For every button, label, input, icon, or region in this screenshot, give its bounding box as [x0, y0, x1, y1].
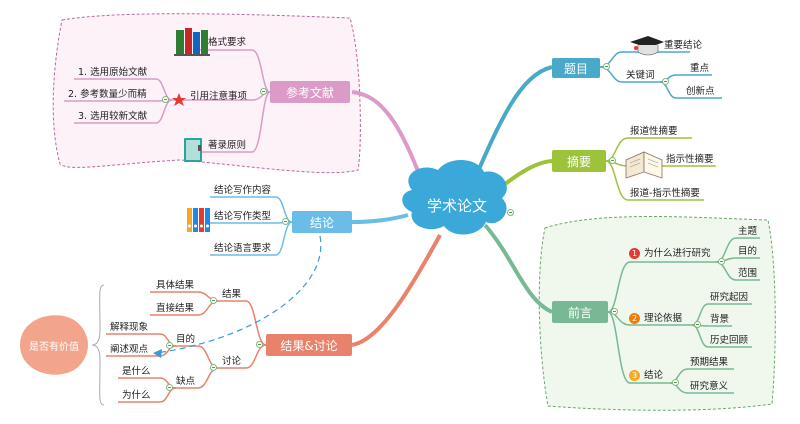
leaf-discussion[interactable]: 讨论	[222, 356, 242, 367]
leaf-what-is[interactable]: 是什么	[122, 366, 151, 377]
star-icon	[172, 93, 186, 106]
callout-leaf-shape	[20, 315, 88, 375]
leaf-conclusion-language[interactable]: 结论语言要求	[214, 243, 272, 254]
relation-arrow	[153, 349, 162, 358]
summary-bracket	[91, 284, 105, 406]
leaf-conclusion-content[interactable]: 结论写作内容	[214, 185, 272, 196]
leaf-why[interactable]: 为什么	[122, 390, 151, 401]
leaf-theory-basis[interactable]: 理论依据	[644, 313, 683, 324]
leaf-indicative-abstract[interactable]: 指示性摘要	[666, 154, 714, 165]
center-topic[interactable]: 学术论文	[426, 196, 487, 215]
leaf-purpose[interactable]: 目的	[176, 334, 196, 345]
collapse-toggle-discussion[interactable]	[210, 364, 217, 371]
graduation-cap-icon	[630, 36, 664, 56]
number-badge-3: 3	[629, 370, 640, 381]
leaf-research-origin[interactable]: 研究起因	[710, 292, 749, 303]
leaf-key-point[interactable]: 重点	[690, 63, 710, 74]
leaf-goal[interactable]: 目的	[738, 246, 758, 257]
branch-conclusion-link	[351, 213, 409, 224]
leaf-specific-results[interactable]: 具体结果	[156, 280, 195, 291]
leaf-why-research[interactable]: 为什么进行研究	[644, 248, 711, 259]
leaf-intro-conclusion[interactable]: 结论	[644, 370, 664, 381]
collapse-toggle-intro-conclusion[interactable]	[672, 379, 679, 386]
relation-dashed-link	[155, 235, 322, 354]
leaf-keywords[interactable]: 关键词	[626, 70, 655, 81]
leaf-expected-result[interactable]: 预期结果	[690, 357, 729, 368]
leaf-citation-principles[interactable]: 著录原则	[208, 140, 247, 151]
leaf-background[interactable]: 背景	[710, 314, 730, 325]
collapse-toggle-results-sub[interactable]	[210, 297, 217, 304]
topic-conclusion[interactable]: 结论	[292, 211, 352, 233]
branch-intro-link	[483, 223, 553, 314]
collapse-toggle-center[interactable]	[507, 209, 514, 216]
collapse-toggle-why[interactable]	[718, 258, 725, 265]
collapse-toggle-theory[interactable]	[694, 321, 701, 328]
collapse-toggle-intro[interactable]	[611, 308, 618, 315]
collapse-toggle-citation[interactable]	[162, 96, 169, 103]
center-cloud	[402, 160, 507, 235]
topic-abstract[interactable]: 摘要	[552, 150, 606, 172]
leaf-state-viewpoint[interactable]: 阐述观点	[110, 344, 149, 355]
leaf-informative-abstract[interactable]: 报道性摘要	[630, 126, 678, 137]
callout-is-valuable[interactable]: 是否有价值	[29, 341, 79, 353]
leaf-few-but-refined[interactable]: 2. 参考数量少而精	[68, 89, 147, 100]
leaf-newer-literature[interactable]: 3. 选用较新文献	[78, 111, 148, 122]
leaf-scope[interactable]: 范围	[738, 268, 758, 279]
leaf-research-significance[interactable]: 研究意义	[690, 381, 729, 392]
number-badge-1: 1	[629, 248, 640, 259]
collapse-toggle-results[interactable]	[256, 341, 263, 348]
leaf-explain-phenomenon[interactable]: 解释现象	[110, 322, 149, 333]
leaf-results[interactable]: 结果	[222, 289, 242, 300]
leaf-format-requirements[interactable]: 格式要求	[208, 37, 247, 48]
binders-icon	[187, 208, 210, 232]
leaf-important-conclusion[interactable]: 重要结论	[664, 40, 703, 51]
leaf-innovation[interactable]: 创新点	[686, 86, 715, 97]
leaf-history-review[interactable]: 历史回顾	[710, 335, 749, 346]
intro-boundary	[538, 216, 776, 411]
collapse-toggle-conclusion[interactable]	[282, 218, 289, 225]
leaf-conclusion-type[interactable]: 结论写作类型	[214, 211, 272, 222]
collapse-toggle-shortcomings[interactable]	[166, 384, 173, 391]
collapse-toggle-references[interactable]	[260, 88, 267, 95]
topic-references[interactable]: 参考文献	[270, 81, 350, 103]
leaf-shortcomings[interactable]: 缺点	[176, 376, 196, 387]
leaf-subject[interactable]: 主题	[738, 226, 758, 237]
collapse-toggle-keywords[interactable]	[662, 78, 669, 85]
collapse-toggle-title[interactable]	[603, 63, 610, 70]
branch-references-link	[351, 90, 427, 191]
leaf-citation-notes[interactable]: 引用注意事项	[190, 91, 248, 102]
collapse-toggle-abstract[interactable]	[609, 157, 616, 164]
folder-icon	[184, 138, 202, 162]
topic-title[interactable]: 题目	[552, 58, 600, 78]
leaf-direct-results[interactable]: 直接结果	[156, 303, 195, 314]
topic-results-discussion[interactable]: 结果&讨论	[266, 334, 352, 356]
number-badge-2: 2	[629, 313, 640, 324]
leaf-informative-indicative-abstract[interactable]: 报道-指示性摘要	[630, 188, 700, 199]
topic-intro[interactable]: 前言	[552, 301, 608, 323]
books-icon	[174, 28, 210, 56]
open-book-icon	[625, 151, 663, 179]
collapse-toggle-purpose[interactable]	[166, 342, 173, 349]
references-boundary	[52, 13, 361, 174]
branch-results-link	[351, 234, 442, 347]
leaf-original-literature[interactable]: 1. 选用原始文献	[78, 67, 148, 78]
